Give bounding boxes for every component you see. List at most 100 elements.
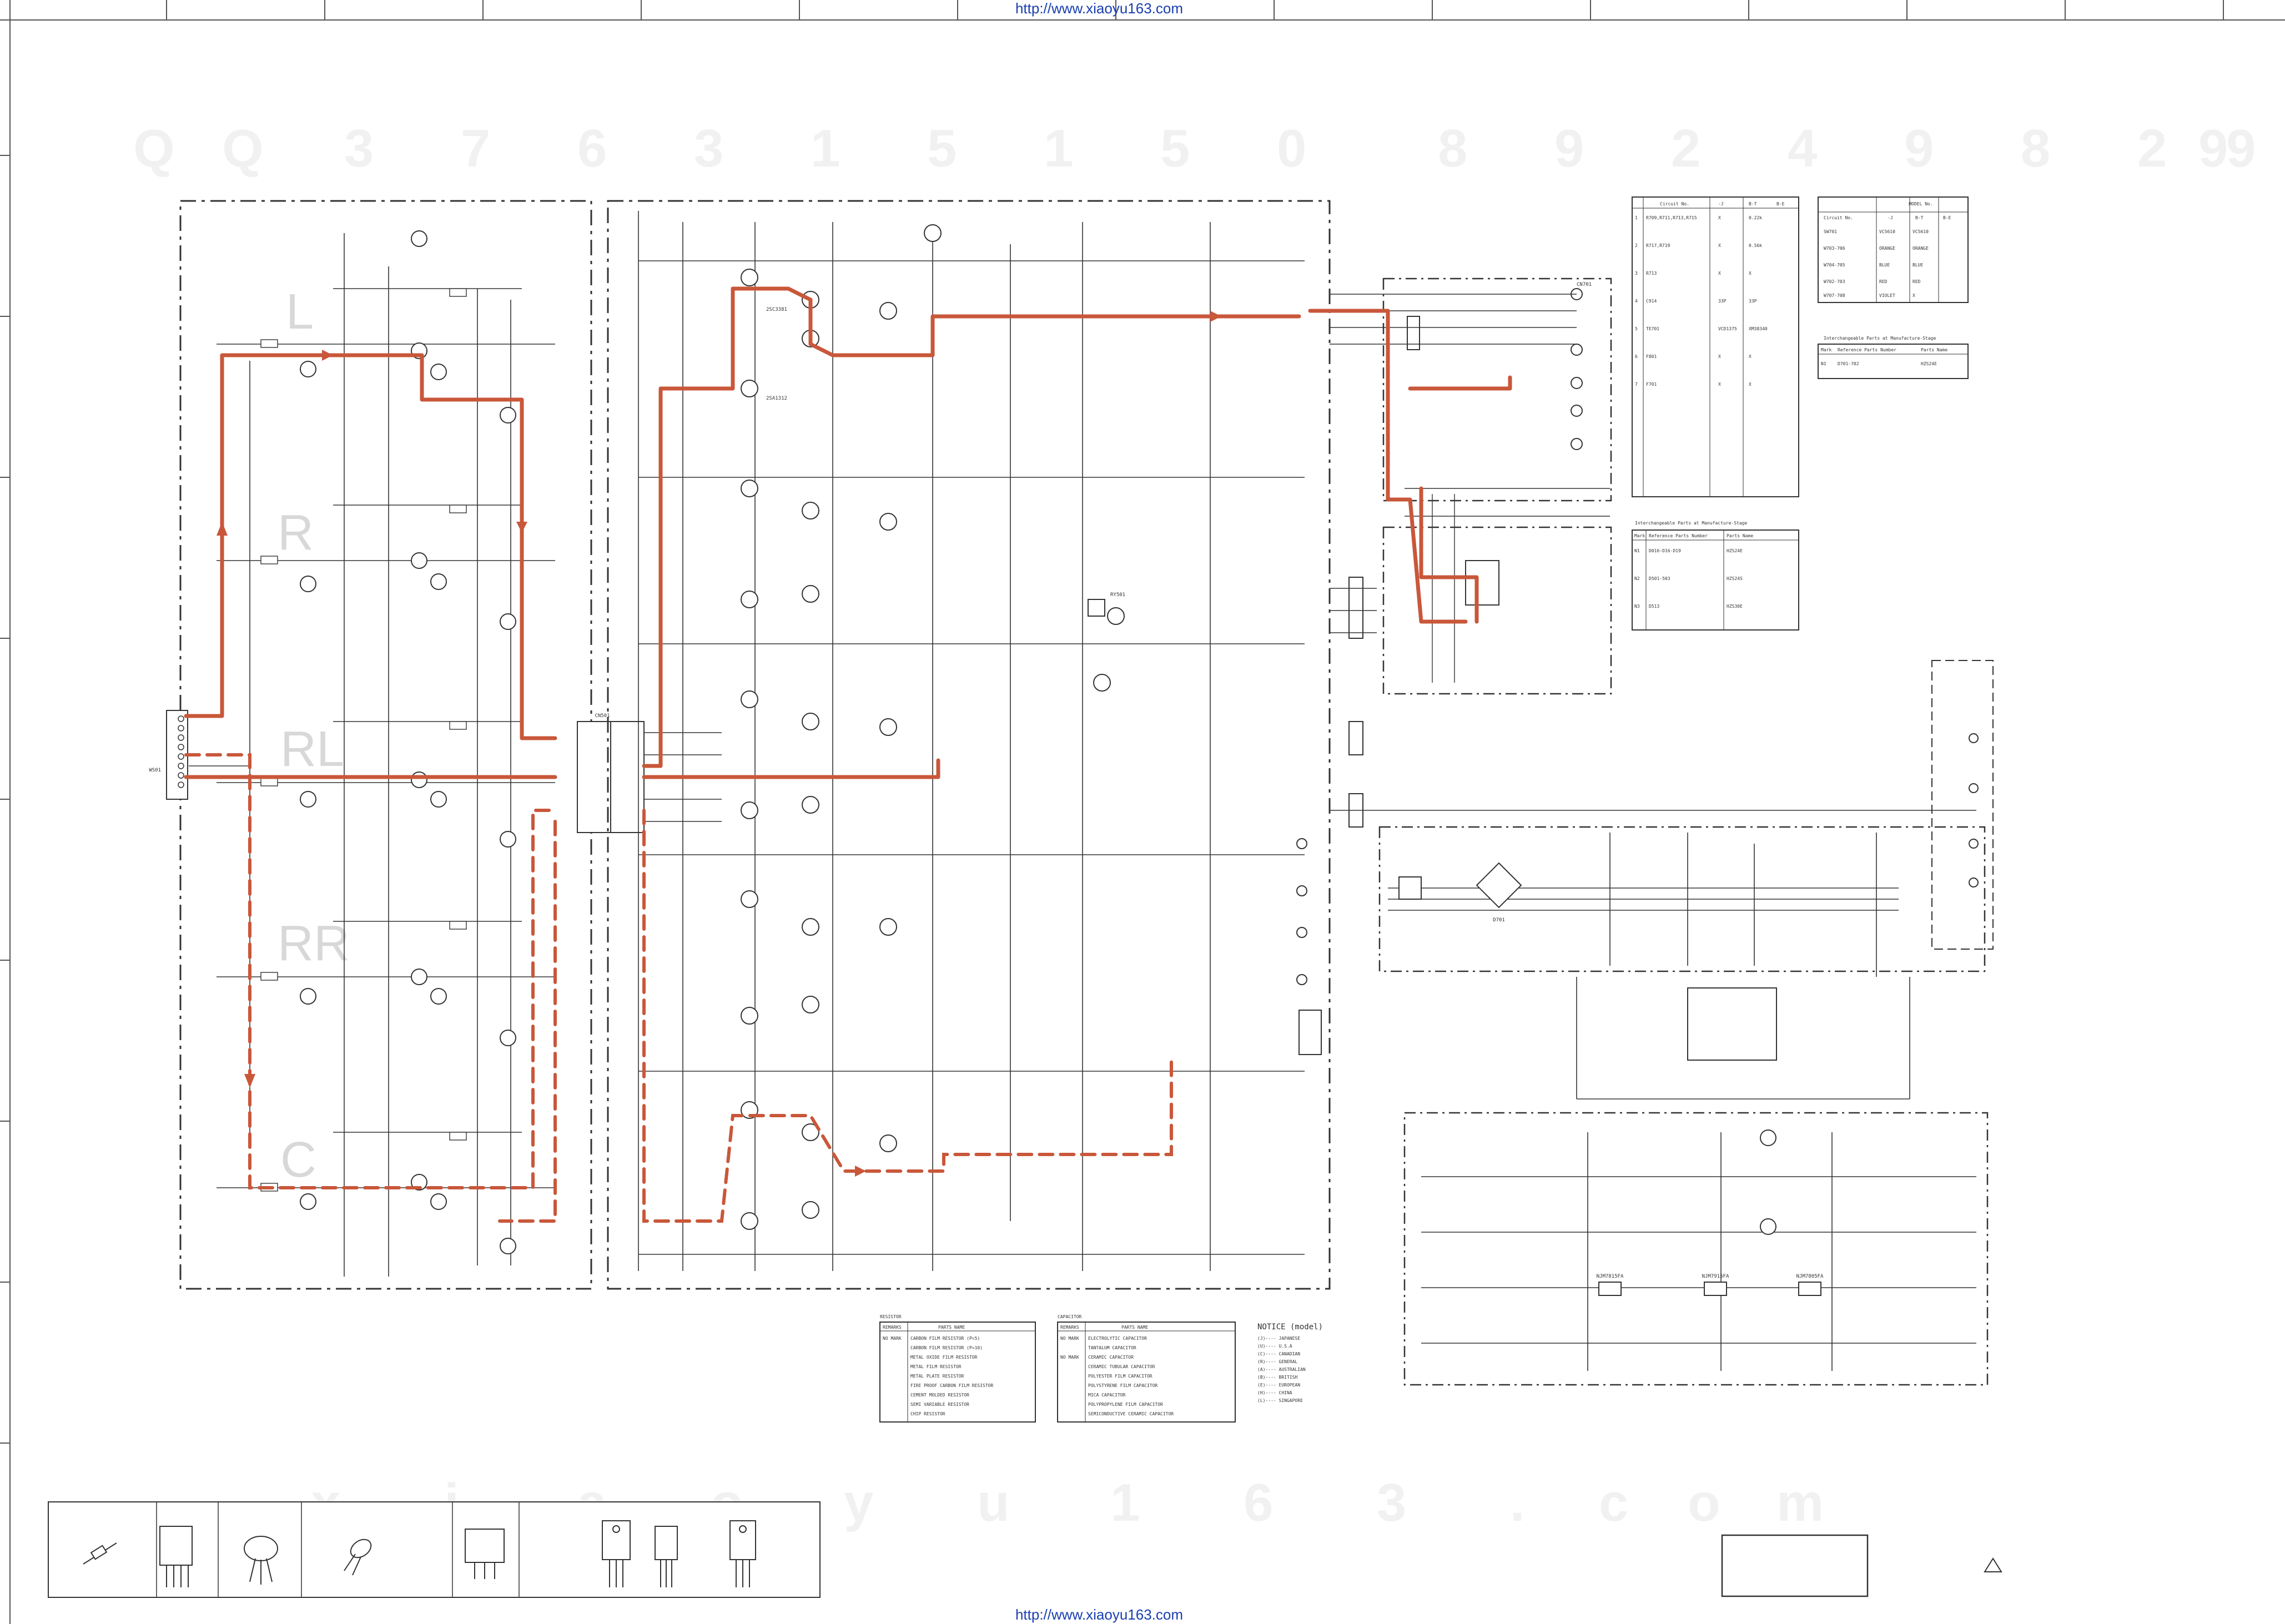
input-connector-label: WS01: [149, 768, 161, 773]
svg-text:Reference Parts Number: Reference Parts Number: [1649, 533, 1708, 538]
svg-text:m: m: [1776, 1473, 1824, 1532]
svg-text:6: 6: [577, 119, 607, 178]
svg-text:CERAMIC CAPACITOR: CERAMIC CAPACITOR: [1088, 1355, 1134, 1360]
svg-text:8: 8: [2021, 119, 2050, 178]
svg-text:TE701: TE701: [1646, 326, 1659, 331]
svg-text:HZS24E: HZS24E: [1727, 548, 1743, 553]
relay-subboard: [1687, 987, 1777, 1061]
svg-text:c: c: [1599, 1473, 1628, 1532]
svg-text:FIRE PROOF CARBON FILM RESISTO: FIRE PROOF CARBON FILM RESISTOR: [910, 1383, 993, 1388]
svg-text:CARBON FILM RESISTOR (P=5): CARBON FILM RESISTOR (P=5): [910, 1336, 980, 1341]
svg-text:y: y: [844, 1473, 873, 1532]
svg-text:D501-503: D501-503: [1649, 576, 1670, 581]
svg-text:W704-705: W704-705: [1824, 263, 1845, 268]
svg-text:9: 9: [2198, 119, 2228, 178]
main-board-wiring: [638, 211, 1305, 1271]
svg-text:METAL PLATE RESISTOR: METAL PLATE RESISTOR: [910, 1374, 964, 1379]
svg-text:-J: -J: [1888, 215, 1893, 220]
svg-text:4: 4: [1788, 119, 1817, 178]
svg-text:1: 1: [1110, 1473, 1140, 1532]
svg-text:2: 2: [2137, 119, 2167, 178]
board-output-jacks: [1382, 278, 1612, 502]
svg-text:6: 6: [1244, 1473, 1273, 1532]
svg-text:o: o: [1688, 1473, 1720, 1532]
svg-text:Mark: Mark: [1634, 533, 1645, 538]
section-label-RL: RL: [280, 722, 344, 777]
svg-text:.: .: [1510, 1473, 1525, 1532]
svg-text:XM38340: XM38340: [1749, 326, 1768, 331]
mid-connector-right: [610, 721, 645, 833]
svg-text:NO MARK: NO MARK: [1060, 1355, 1079, 1360]
svg-text:(H)---- CHINA: (H)---- CHINA: [1257, 1390, 1292, 1395]
svg-text:33P: 33P: [1718, 299, 1727, 304]
watermark-url-bottom[interactable]: http://www.xiaoyu163.com: [1015, 1606, 1183, 1623]
svg-text:X: X: [1718, 354, 1721, 359]
svg-text:X: X: [1718, 271, 1721, 276]
svg-text:C914: C914: [1646, 299, 1657, 304]
capacitor-legend: CAPACITOR REMARKS PARTS NAME NO MARK ELE…: [1057, 1314, 1236, 1423]
svg-text:N3: N3: [1634, 604, 1640, 609]
svg-text:(R)---- GENERAL: (R)---- GENERAL: [1257, 1359, 1297, 1364]
bridge-rectifier: D701: [1476, 862, 1522, 923]
svg-text:3: 3: [694, 119, 723, 178]
svg-text:CAPACITOR: CAPACITOR: [1058, 1314, 1082, 1319]
svg-text:PARTS NAME: PARTS NAME: [1121, 1325, 1148, 1330]
svg-text:CARBON FILM RESISTOR (P=10): CARBON FILM RESISTOR (P=10): [910, 1345, 983, 1350]
svg-text:METAL OXIDE FILM RESISTOR: METAL OXIDE FILM RESISTOR: [910, 1355, 978, 1360]
power-connector: [1398, 876, 1422, 900]
svg-text:VCD1375: VCD1375: [1718, 326, 1737, 331]
svg-text:(J)---- JAPANESE: (J)---- JAPANESE: [1257, 1336, 1300, 1341]
section-label-RR: RR: [278, 916, 350, 971]
svg-text:VC5610: VC5610: [1912, 229, 1929, 234]
relay-symbol: [1088, 599, 1105, 617]
svg-text:BLUE: BLUE: [1912, 263, 1923, 268]
svg-text:X: X: [1749, 382, 1752, 387]
svg-text:ORANGE: ORANGE: [1912, 246, 1929, 251]
svg-text:CEMENT MOLDED RESISTOR: CEMENT MOLDED RESISTOR: [910, 1393, 969, 1398]
right-connector-label: CN701: [1577, 282, 1592, 288]
svg-text:X: X: [1749, 271, 1752, 276]
section-label-R: R: [278, 505, 314, 561]
svg-text:TANTALUM CAPACITOR: TANTALUM CAPACITOR: [1088, 1345, 1136, 1350]
svg-text:BLUE: BLUE: [1879, 263, 1890, 268]
left-board-resistors: [260, 288, 467, 1192]
svg-text:NO MARK: NO MARK: [1060, 1336, 1079, 1341]
svg-text:R709,R711,R713,R715: R709,R711,R713,R715: [1646, 215, 1697, 220]
watermark-bottom-letters: x i a o y u 1 6 3 . c o m: [311, 1473, 1824, 1532]
svg-text:4: 4: [1635, 299, 1638, 304]
svg-text:CHIP RESISTOR: CHIP RESISTOR: [910, 1411, 945, 1416]
svg-text:6: 6: [1635, 354, 1638, 359]
svg-text:9: 9: [2226, 119, 2256, 178]
svg-text:33P: 33P: [1749, 299, 1757, 304]
svg-text:NO MARK: NO MARK: [883, 1336, 902, 1341]
svg-text:N1: N1: [1634, 548, 1640, 553]
package-to220-icon: [602, 1520, 756, 1587]
svg-text:W707-708: W707-708: [1824, 293, 1845, 298]
svg-text:SW701: SW701: [1824, 229, 1837, 234]
svg-text:(E)---- EUROPEAN: (E)---- EUROPEAN: [1257, 1383, 1300, 1388]
main-board-transistors: [741, 224, 1125, 1230]
svg-text:D701-702: D701-702: [1838, 361, 1859, 366]
model-table-1: Circuit No. -J B-T B-E 1 R709,R711,R713,…: [1632, 196, 1799, 497]
svg-text:1: 1: [1635, 215, 1638, 220]
svg-text:R713: R713: [1646, 271, 1657, 276]
svg-text:7: 7: [1635, 382, 1638, 387]
watermark-url-top[interactable]: http://www.xiaoyu163.com: [1015, 0, 1183, 17]
mid-connector-left: [577, 721, 611, 833]
svg-text:1: 1: [811, 119, 840, 178]
svg-text:POLYSTYRENE FILM CAPACITOR: POLYSTYRENE FILM CAPACITOR: [1088, 1383, 1157, 1388]
regulator-wiring: [1421, 1132, 1976, 1371]
svg-text:3: 3: [1377, 1473, 1406, 1532]
svg-text:8: 8: [1438, 119, 1467, 178]
svg-text:W702-703: W702-703: [1824, 279, 1845, 284]
svg-text:B-E: B-E: [1776, 201, 1785, 206]
svg-text:CERAMIC TUBULAR CAPACITOR: CERAMIC TUBULAR CAPACITOR: [1088, 1364, 1155, 1369]
svg-text:ORANGE: ORANGE: [1879, 246, 1895, 251]
svg-text:X: X: [1749, 354, 1752, 359]
svg-text:2: 2: [1635, 243, 1638, 248]
svg-text:MICA CAPACITOR: MICA CAPACITOR: [1088, 1393, 1126, 1398]
transformer-outline: [1931, 660, 1994, 950]
svg-text:ELECTROLYTIC CAPACITOR: ELECTROLYTIC CAPACITOR: [1088, 1336, 1147, 1341]
svg-text:Mark: Mark: [1821, 347, 1831, 352]
svg-text:HZS24E: HZS24E: [1921, 361, 1937, 366]
